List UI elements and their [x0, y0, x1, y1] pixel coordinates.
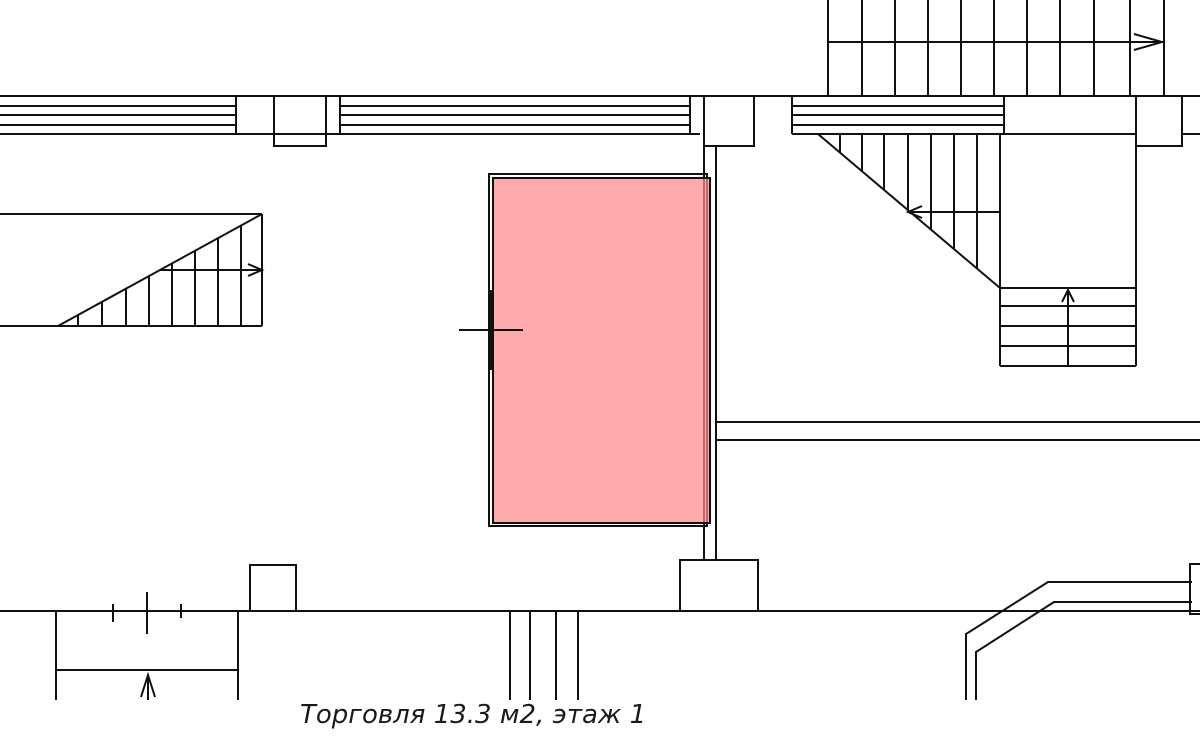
- stair-left: [0, 213, 265, 327]
- stair-top-right: [827, 0, 1166, 96]
- bottom-openings: [509, 611, 579, 700]
- plan-caption: Торговля 13.3 м2, этаж 1: [300, 700, 647, 730]
- column: [273, 95, 327, 147]
- stair-right: [817, 133, 1137, 367]
- corridor-bottom-right: [965, 563, 1200, 700]
- column: [1135, 95, 1183, 147]
- entrance-bottom-left: [55, 592, 239, 700]
- bottom-wall: [0, 559, 1200, 612]
- highlighted-room: [459, 173, 711, 527]
- column: [703, 95, 755, 147]
- top-wall: [0, 95, 1200, 135]
- interior-wall-horizontal: [716, 421, 1200, 441]
